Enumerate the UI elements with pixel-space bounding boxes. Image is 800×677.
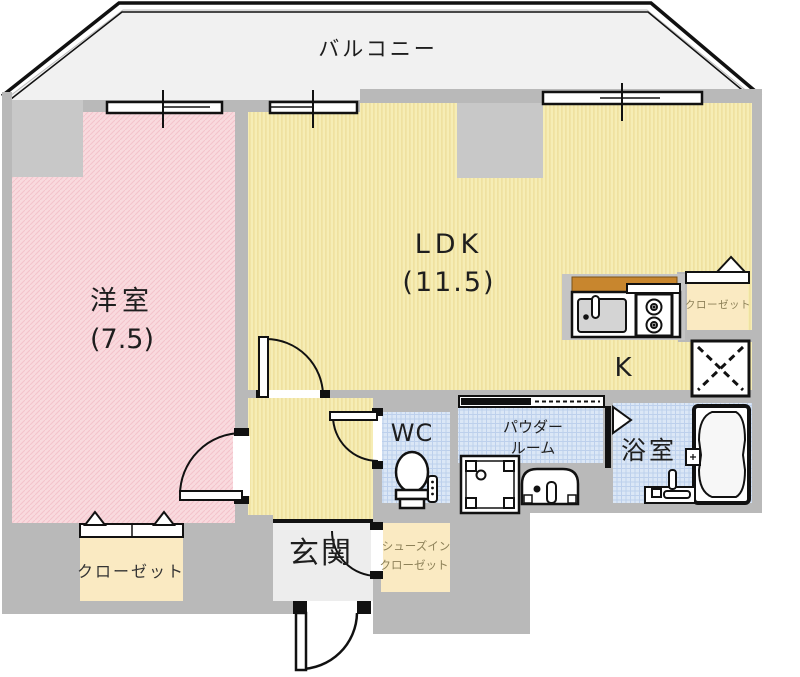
window-bedroom [105,90,224,128]
closet-kitchen-label: クローゼット [685,299,751,311]
wall-under-hall [248,515,273,614]
window-ldk-left [268,90,359,128]
wall-powder-top [458,390,618,398]
wall-bedroom-ldk [235,112,248,523]
closet-bedroom-door [79,510,184,538]
shoes-in-closet-label-1: シューズイン [382,539,450,553]
bath-faucet-icon [644,469,696,504]
wc-label: WC [391,419,434,447]
kitchen-label: K [614,353,632,383]
powder-room-sliding-door [458,395,605,408]
wall-left [2,92,12,614]
balcony-label: バルコニー [318,37,438,61]
closet-kitchen-floor [687,283,748,330]
kitchen-unit [562,274,685,340]
kitchen-backsplash [626,283,681,294]
bathroom-label: 浴室 [621,436,677,465]
closet-bedroom-label: クローゼット [77,562,185,581]
powder-room-label-1: パウダー [503,418,563,436]
shoes-in-closet-label-2: クローゼット [380,558,449,572]
balcony: バルコニー [0,1,763,103]
wall-entrance-left [273,601,295,614]
balcony-inner-rail [10,11,754,100]
labels: 洋室 (7.5) LDK (11.5) K WC パウダー ルーム 浴室 玄関 … [77,229,751,581]
vanity-basin [520,467,580,506]
wall-wet-bottom [373,503,762,513]
wall-right [752,89,762,513]
room-floors [12,103,752,601]
ldk-label: LDK [415,229,484,260]
shoes-in-closet-floor [381,523,450,592]
balcony-outer-rail [0,1,763,98]
entrance-door [293,601,371,672]
wall-wc-top [373,390,458,412]
bathtub-icon [685,404,751,505]
sink-faucet-icon [591,295,600,319]
closet-kitchen-door [685,255,750,284]
bedroom-door [179,428,250,504]
fixtures [394,274,751,515]
ldk-door [256,336,330,398]
bathroom-folding-door [605,405,633,468]
powder-room-label-2: ルーム [511,439,556,457]
toilet-icon [394,450,438,510]
western-room-label: 洋室 [90,286,154,317]
window-ldk-right [541,83,704,121]
windows [105,83,704,128]
pipe-space-block [12,100,83,177]
refrigerator-space [690,339,751,398]
western-room-size: (7.5) [90,324,154,355]
shoes-closet-door [331,522,383,579]
wall-wc-right [450,398,458,513]
wall-closet-kitchen-bottom [678,330,752,342]
ldk-pillar [457,103,543,178]
wc-door [329,408,383,469]
doors [79,255,750,672]
entrance-step-edge [273,519,373,523]
wall-hallway-top [235,390,458,398]
stove-burner-icon [645,298,663,334]
entrance-label: 玄関 [289,536,353,571]
ldk-size: (11.5) [402,267,495,298]
kitchen-sink [577,298,627,333]
closets [80,283,748,601]
entrance-floor [273,523,373,601]
closet-bedroom-floor [80,537,183,601]
sink-drain [583,314,589,320]
western-room-texture [12,112,235,523]
washing-machine-pan [459,454,521,515]
